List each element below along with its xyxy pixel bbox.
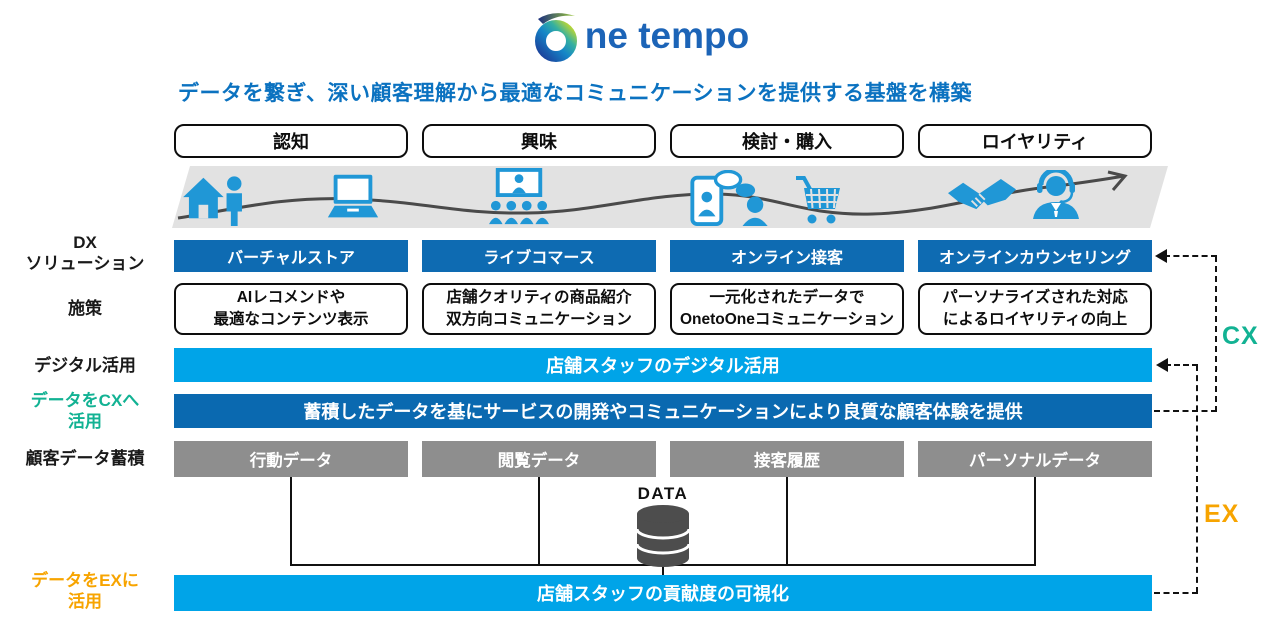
staff-contribution-bar: 店舗スタッフの貢献度の可視化 xyxy=(174,575,1152,611)
data-boxes-row: 行動データ 閲覧データ 接客履歴 パーソナルデータ xyxy=(174,441,1152,477)
label-dx-solution: DX ソリューション xyxy=(25,233,145,274)
data-connector-line xyxy=(662,564,664,575)
dx-box-live-commerce: ライブコマース xyxy=(422,240,656,272)
label-customer-data-store: 顧客データ蓄積 xyxy=(25,449,145,468)
ex-arrowhead-to-digital xyxy=(1156,358,1168,372)
measure-box-ai-recommend: AIレコメンドや 最適なコンテンツ表示 xyxy=(174,283,408,335)
operator-icon xyxy=(1030,170,1082,220)
stage-box-loyalty: ロイヤリティ xyxy=(918,124,1152,158)
journey-wave-arrow-icon xyxy=(172,166,1168,228)
label-digital: デジタル活用 xyxy=(34,356,136,375)
dx-solutions-row: バーチャルストア ライブコマース オンライン接客 オンラインカウンセリング xyxy=(174,240,1152,272)
label-data-to-ex: データをEXに 活用 xyxy=(31,571,139,612)
staff-digital-bar: 店舗スタッフのデジタル活用 xyxy=(174,348,1152,382)
data-connector-line xyxy=(786,477,788,566)
journey-band xyxy=(172,166,1168,228)
cx-label: CX xyxy=(1222,322,1259,350)
cx-experience-bar: 蓄積したデータを基にサービスの開発やコミュニケーションにより良質な顧客体験を提供 xyxy=(174,394,1152,428)
label-data-to-cx: データをCXへ 活用 xyxy=(30,391,140,432)
data-label: DATA xyxy=(637,484,689,503)
measure-box-personalize: パーソナライズされた対応 によるロイヤリティの向上 xyxy=(918,283,1152,335)
cx-dashed-line xyxy=(1154,410,1217,412)
ex-dashed-line xyxy=(1196,365,1198,593)
cx-dashed-line xyxy=(1164,255,1217,257)
stage-box-interest: 興味 xyxy=(422,124,656,158)
data-connector-line xyxy=(1034,477,1036,566)
measure-box-onetoone: 一元化されたデータで OnetoOneコミュニケーション xyxy=(670,283,904,335)
ex-dashed-line xyxy=(1165,364,1198,366)
data-box-service-history: 接客履歴 xyxy=(670,441,904,477)
logo-text: ne tempo xyxy=(584,15,750,56)
stages-row: 認知 興味 検討・購入 ロイヤリティ xyxy=(174,124,1152,158)
logo: ne tempo xyxy=(0,10,1280,62)
dx-box-online-service: オンライン接客 xyxy=(670,240,904,272)
measure-box-product-intro: 店舗クオリティの商品紹介 双方向コミュニケーション xyxy=(422,283,656,335)
data-connector-line xyxy=(290,477,292,566)
page-title: データを繋ぎ、深い顧客理解から最適なコミュニケーションを提供する基盤を構築 xyxy=(178,82,973,105)
data-box-behavior: 行動データ xyxy=(174,441,408,477)
dx-box-online-counseling: オンラインカウンセリング xyxy=(918,240,1152,272)
measures-row: AIレコメンドや 最適なコンテンツ表示 店舗クオリティの商品紹介 双方向コミュニ… xyxy=(174,283,1152,335)
handshake-icon xyxy=(948,176,1016,214)
ex-dashed-line xyxy=(1154,592,1198,594)
online-chat-icon xyxy=(688,170,772,226)
cx-arrowhead-to-dx xyxy=(1155,249,1167,263)
logo-swoosh xyxy=(537,13,575,24)
logo-o-mark-icon xyxy=(534,13,577,62)
database-icon xyxy=(635,505,691,567)
ex-label: EX xyxy=(1204,500,1240,528)
house-visitor-icon xyxy=(182,172,246,226)
data-connector-line xyxy=(538,477,540,566)
label-measures: 施策 xyxy=(68,299,102,318)
cart-icon xyxy=(794,174,842,226)
laptop-icon xyxy=(324,174,382,222)
cx-dashed-line xyxy=(1215,256,1217,412)
live-seminar-icon xyxy=(488,168,550,226)
data-box-personal: パーソナルデータ xyxy=(918,441,1152,477)
data-box-browsing: 閲覧データ xyxy=(422,441,656,477)
dx-box-virtual-store: バーチャルストア xyxy=(174,240,408,272)
stage-box-consideration: 検討・購入 xyxy=(670,124,904,158)
stage-box-awareness: 認知 xyxy=(174,124,408,158)
